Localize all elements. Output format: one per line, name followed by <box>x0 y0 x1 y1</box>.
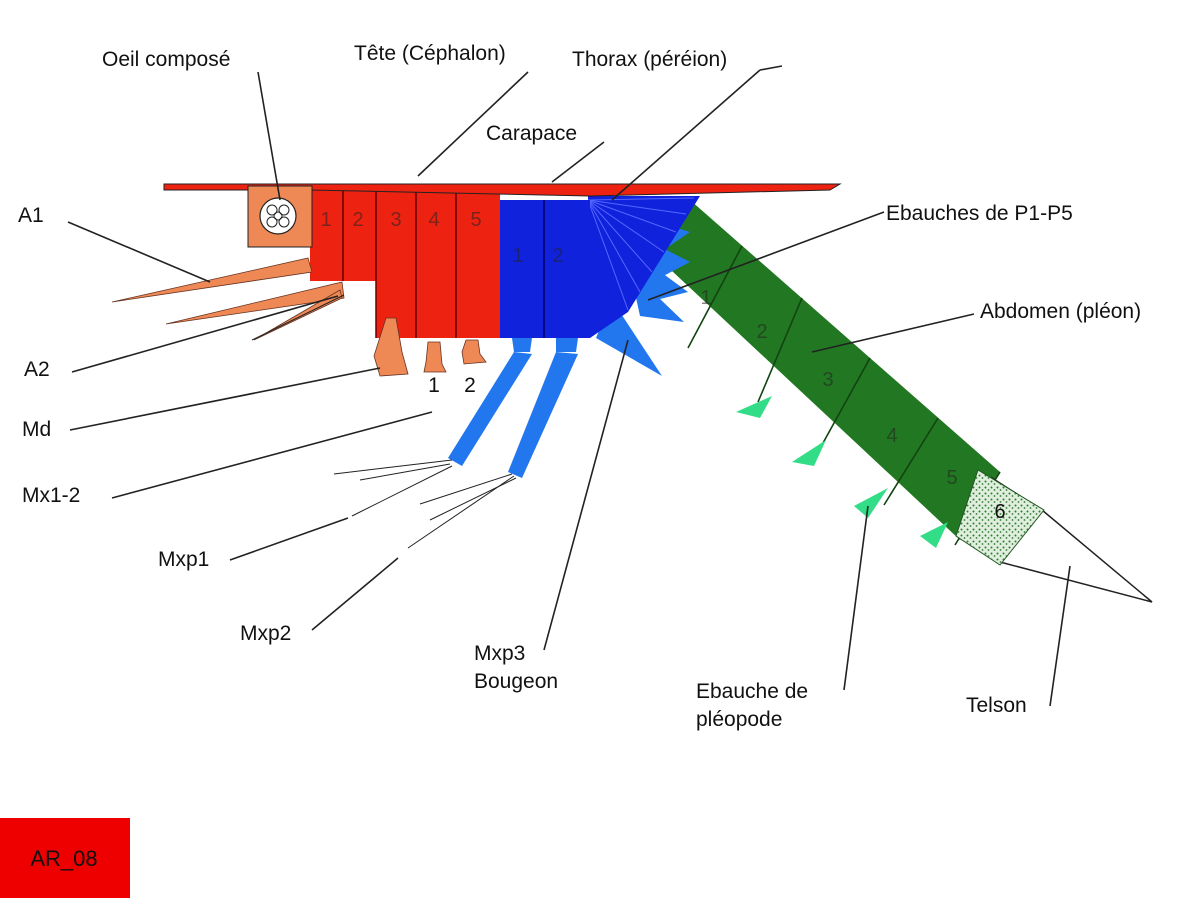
label-ebauche-de: Ebauche de <box>696 680 808 703</box>
compound-eye <box>247 185 313 248</box>
abdomen-band <box>596 200 1000 540</box>
head-seg-num: 5 <box>470 209 481 231</box>
head-seg-num: 3 <box>390 209 401 231</box>
label-pleopode: pléopode <box>696 708 782 731</box>
head-segments <box>310 186 500 338</box>
mx-number: 2 <box>464 374 476 397</box>
abdomen-seg-num: 2 <box>756 321 767 343</box>
ar-badge: AR_08 <box>0 818 130 898</box>
label-mxp2: Mxp2 <box>240 622 291 645</box>
label-telson: Telson <box>966 694 1027 717</box>
thorax-segment-numbers: 1 2 <box>512 245 563 267</box>
label-tete: Tête (Céphalon) <box>354 42 506 65</box>
head-seg-num: 1 <box>320 209 331 231</box>
thorax-seg-num: 2 <box>552 245 563 267</box>
mx-number: 1 <box>428 374 440 397</box>
abdomen-segment-numbers: 1 2 3 4 5 6 <box>700 287 1005 523</box>
carapace <box>163 183 842 197</box>
label-mxp3: Mxp3 <box>474 642 525 665</box>
abdomen-segment-6 <box>955 469 1045 566</box>
thorax-seg-num: 1 <box>512 245 523 267</box>
abdomen-seg-num: 1 <box>700 287 711 309</box>
label-a1: A1 <box>18 204 44 227</box>
head-seg-num: 4 <box>428 209 439 231</box>
mx-numbers: 1 2 <box>428 374 476 397</box>
label-abdomen: Abdomen (pléon) <box>980 300 1141 323</box>
mouthparts <box>373 317 487 377</box>
maxillipeds <box>333 338 578 549</box>
label-ebauches-p1-p5: Ebauches de P1-P5 <box>886 202 1073 225</box>
abdomen-seg-num: 4 <box>886 425 897 447</box>
badge-label: AR_08 <box>30 846 97 871</box>
labels: Oeil composé Tête (Céphalon) Thorax (pér… <box>18 42 1141 731</box>
abdomen-seg-num: 3 <box>822 369 833 391</box>
label-a2: A2 <box>24 358 50 381</box>
label-thorax: Thorax (péréion) <box>572 48 727 71</box>
abdomen-seg-num: 5 <box>946 467 957 489</box>
label-mxp1: Mxp1 <box>158 548 209 571</box>
label-mx1-2: Mx1-2 <box>22 484 80 507</box>
badge-background <box>0 818 130 898</box>
abdomen-seg-num: 6 <box>994 501 1005 523</box>
leader-lines <box>67 65 1071 707</box>
head-seg-num: 2 <box>352 209 363 231</box>
head-segment-numbers: 1 2 3 4 5 <box>320 209 481 231</box>
antennae <box>111 257 345 341</box>
label-carapace: Carapace <box>486 122 577 145</box>
thorax-fan-rays <box>587 197 695 311</box>
label-bougeon: Bougeon <box>474 670 558 693</box>
label-md: Md <box>22 418 51 441</box>
label-oeil-compose: Oeil composé <box>102 48 230 71</box>
pleopod-buds <box>736 396 948 548</box>
